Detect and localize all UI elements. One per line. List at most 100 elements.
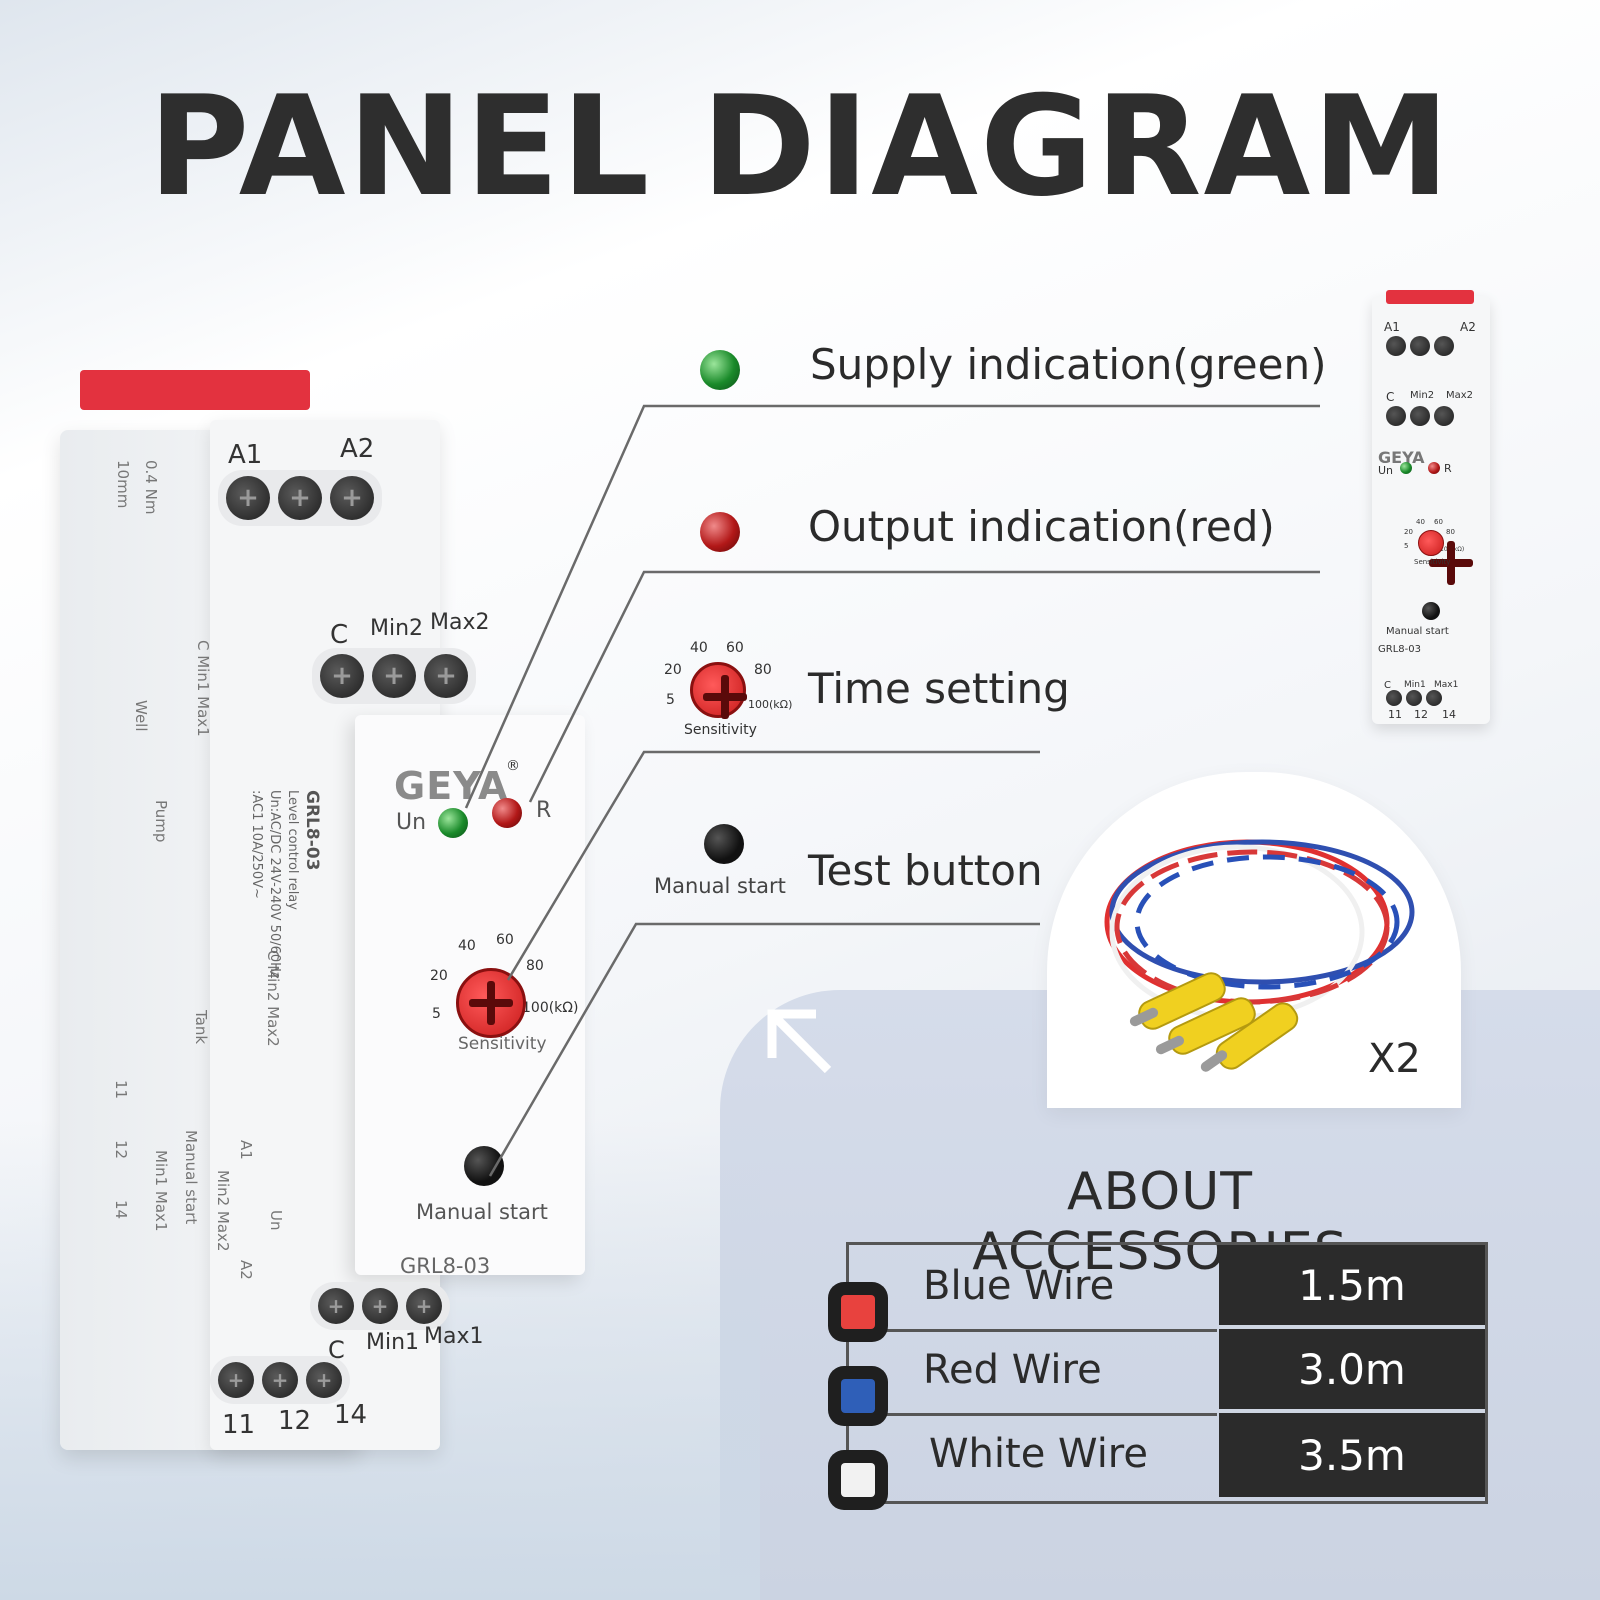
wire-length: 3.0m <box>1219 1329 1485 1413</box>
mini-bottom-min1: Min1 <box>1404 680 1426 690</box>
dial-icon-caption: Sensitivity <box>684 722 757 738</box>
dial-tick-60: 60 <box>496 932 514 948</box>
mini-tick-20: 20 <box>1404 528 1413 536</box>
terminal-label-min2: Min2 <box>370 616 424 641</box>
icon-tick-20: 20 <box>664 662 682 678</box>
bottom-number-14: 14 <box>334 1400 368 1430</box>
screw-icon: + <box>318 1288 354 1324</box>
manual-start-caption: Manual start <box>416 1200 548 1224</box>
terminal-label-a1: A1 <box>228 440 263 470</box>
wire-length: 3.5m <box>1219 1413 1485 1497</box>
bottom-number-11: 11 <box>222 1410 256 1440</box>
swatch-icon <box>828 1366 888 1426</box>
icon-tick-60: 60 <box>726 640 744 656</box>
icon-tick-80: 80 <box>754 662 772 678</box>
accessories-card <box>1047 772 1461 1108</box>
wire-name: White Wire <box>929 1431 1148 1477</box>
screw-icon: + <box>218 1362 254 1398</box>
wire-length: 1.5m <box>1219 1245 1485 1329</box>
dial-caption: Sensitivity <box>458 1034 547 1054</box>
dial-tick-20: 20 <box>430 968 448 984</box>
mini-number-11: 11 <box>1388 708 1402 721</box>
mini-mid-terminals <box>1386 406 1454 426</box>
mini-number-12: 12 <box>1414 708 1428 721</box>
model-front: GRL8-03 <box>400 1254 491 1278</box>
bottom-terminal-block-b: + + + <box>210 1356 350 1404</box>
mini-top-terminals <box>1386 336 1454 356</box>
mini-number-14: 14 <box>1442 708 1456 721</box>
bottom-label-max1: Max1 <box>424 1324 484 1349</box>
mini-button-icon <box>1422 602 1440 620</box>
callout-line-time <box>506 750 1040 981</box>
middle-terminal-block: + + + <box>312 648 476 704</box>
mini-label-a2: A2 <box>1460 320 1476 334</box>
mini-label-c: C <box>1386 390 1395 404</box>
button-icon-caption: Manual start <box>654 874 786 898</box>
mini-label-a1: A1 <box>1384 320 1400 334</box>
callout-time: Time setting <box>808 664 1070 713</box>
mini-red-led-icon <box>1428 462 1440 474</box>
quantity-label: X2 <box>1368 1036 1421 1082</box>
manual-start-button[interactable] <box>464 1146 504 1186</box>
brand-logo: GEYA <box>394 764 509 808</box>
led-label-un: Un <box>396 810 427 835</box>
dial-icon <box>690 662 747 719</box>
mini-tick-5: 5 <box>1404 542 1409 550</box>
mini-label-min2: Min2 <box>1410 390 1435 401</box>
screw-icon: + <box>372 654 416 698</box>
green-led-icon <box>700 350 740 390</box>
sensitivity-dial-icon[interactable] <box>456 968 526 1038</box>
wire-name: Red Wire <box>923 1347 1102 1393</box>
mini-label-max2: Max2 <box>1446 390 1474 401</box>
wire-name: Blue Wire <box>923 1263 1115 1309</box>
terminal-label-max2: Max2 <box>430 610 490 635</box>
red-led-icon <box>700 512 740 552</box>
mini-bottom-max1: Max1 <box>1434 680 1459 690</box>
relay-din-clip <box>80 370 310 410</box>
screw-icon: + <box>306 1362 342 1398</box>
swatch-icon <box>828 1282 888 1342</box>
table-row: White Wire 3.5m <box>849 1413 1485 1497</box>
mini-bottom-terminals <box>1386 690 1442 706</box>
probe-wires-image <box>1104 839 1415 1072</box>
mini-button-caption: Manual start <box>1386 626 1449 637</box>
icon-tick-100: 100(kΩ) <box>748 698 793 711</box>
bottom-number-12: 12 <box>278 1406 312 1436</box>
callout-supply: Supply indication(green) <box>810 340 1327 389</box>
mini-bottom-c: C <box>1384 680 1391 691</box>
mini-model: GRL8-03 <box>1378 644 1421 655</box>
accessories-table: Blue Wire 1.5m Red Wire 3.0m White Wire … <box>846 1242 1488 1504</box>
dial-tick-100: 100(kΩ) <box>522 1000 579 1016</box>
mini-relay: A1 A2 C Min2 Max2 GEYA Un R 40 60 20 80 … <box>1372 290 1490 724</box>
screw-icon: + <box>406 1288 442 1324</box>
screw-icon: + <box>362 1288 398 1324</box>
table-row: Red Wire 3.0m <box>849 1329 1485 1416</box>
supply-led-icon <box>438 808 468 838</box>
mini-green-led-icon <box>1400 462 1412 474</box>
name-cell <box>849 1245 1217 1332</box>
mini-tick-40: 40 <box>1416 518 1425 526</box>
mini-label-un: Un <box>1378 464 1394 477</box>
main-relay: 0.4 Nm 10mm Well Pump Tank C Min1 Max1 C… <box>60 370 590 1490</box>
screw-icon: + <box>278 476 322 520</box>
mini-tick-60: 60 <box>1434 518 1443 526</box>
mini-tick-80: 80 <box>1446 528 1455 536</box>
dial-tick-40: 40 <box>458 938 476 954</box>
bottom-label-min1: Min1 <box>366 1330 420 1355</box>
bottom-terminal-block-a: + + + <box>310 1282 450 1330</box>
mini-brand: GEYA <box>1378 448 1425 467</box>
led-label-r: R <box>536 798 552 823</box>
callout-line-output <box>528 570 1320 803</box>
output-led-icon <box>492 798 522 828</box>
mini-label-r: R <box>1444 462 1452 475</box>
button-icon <box>704 824 744 864</box>
mini-din-clip <box>1386 290 1474 304</box>
callout-line-supply <box>464 404 1320 809</box>
screw-icon: + <box>330 476 374 520</box>
page-title: PANEL DIAGRAM <box>148 66 1452 227</box>
icon-tick-5: 5 <box>666 692 675 708</box>
callout-test: Test button <box>808 846 1043 895</box>
screw-icon: + <box>320 654 364 698</box>
brand-registered-mark: ® <box>506 758 520 774</box>
